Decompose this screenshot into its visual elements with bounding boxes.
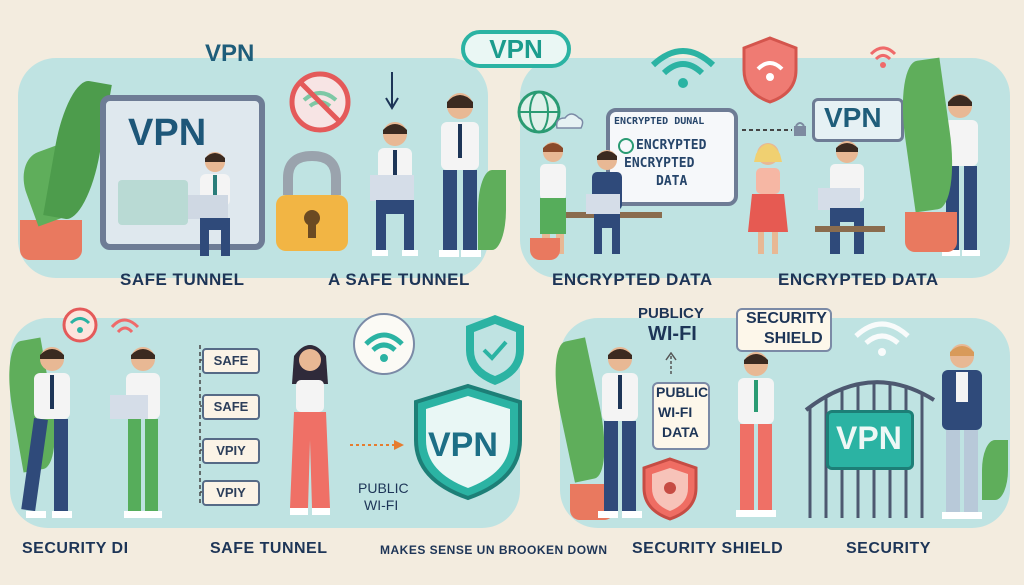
caption-safe-tunnel: SAFE TUNNEL [120, 270, 245, 289]
vpn-shield-label: VPN [428, 426, 498, 464]
caption-a-safe-tunnel: A SAFE TUNNEL [328, 270, 470, 289]
bench [815, 226, 885, 232]
no-wifi-icon [289, 71, 351, 133]
person-laptop-bench [818, 141, 864, 254]
tag-safe-1: SAFE [202, 348, 260, 374]
person-holding-laptop [110, 347, 162, 518]
red-shield-lock-icon [642, 457, 698, 521]
public-wifi-data-line-2: WI-FI [658, 404, 693, 420]
public-wifi-label-line-1: PUBLIC [358, 480, 409, 496]
public-wifi-label-line-2: WI-FI [364, 497, 399, 513]
person-with-laptop [188, 152, 230, 256]
public-wifi-sign-line-1: PUBLICY [638, 305, 704, 322]
wifi-bubble-icon [62, 307, 140, 343]
up-arrow-icon [665, 352, 677, 376]
vpn-header-badge: VPN [461, 30, 571, 68]
monitor-wifi-panel [118, 180, 188, 225]
shield-wifi-icon [742, 36, 798, 104]
wifi-icon [869, 46, 897, 68]
caption-makes-sense: MAKES SENSE UN BROOKEN DOWN [380, 543, 608, 557]
security-gate [804, 380, 936, 518]
security-shield-callout [736, 308, 832, 352]
vpn-shield-icon [414, 383, 522, 501]
plant-pot [905, 212, 957, 252]
caption-encrypted-data-2: ENCRYPTED DATA [778, 270, 939, 289]
plant-pot [530, 238, 560, 260]
person-suit [942, 344, 982, 519]
tag-safe-2: SAFE [202, 394, 260, 420]
girl-in-red-dress [748, 143, 788, 254]
encrypted-screen-line-1: ENCRYPTED [636, 138, 707, 153]
person-sitting-desk [586, 150, 622, 254]
floating-vpn-label: VPN [205, 40, 255, 67]
caption-security: SECURITY [846, 540, 931, 557]
monitor-vpn-label: VPN [128, 112, 207, 154]
public-wifi-data-line-1: PUBLIC [656, 384, 709, 400]
encrypted-screen-title: ENCRYPTED DUNAL [614, 116, 705, 127]
person-handshake [736, 352, 776, 517]
public-wifi-data-line-3: DATA [662, 424, 699, 440]
gate-vpn-board [826, 410, 914, 470]
plant-leaf [982, 440, 1008, 500]
person-pointing [21, 347, 72, 518]
security-shield-line-2: SHIELD [764, 330, 823, 347]
check-shield-icon [466, 315, 524, 385]
arrow-right-icon [350, 440, 404, 450]
wifi-speech-bubble [353, 313, 415, 375]
caption-encrypted-data-1: ENCRYPTED DATA [552, 270, 713, 289]
tag-vpiy-1: VPIY [202, 438, 260, 464]
caption-security-di: SECURITY DI [22, 540, 129, 557]
down-arrow-icon [385, 72, 399, 110]
vpn-sign-board [812, 98, 904, 142]
person-standing [439, 93, 481, 257]
globe-cloud-icon [517, 90, 584, 134]
caption-security-shield: SECURITY SHIELD [632, 540, 784, 557]
public-wifi-sign-line-2: WI-FI [648, 323, 697, 345]
vpn-sign-label: VPN [824, 102, 882, 133]
plant-pot [20, 220, 82, 260]
person-security-guard [598, 347, 642, 518]
public-wifi-data-callout [652, 382, 710, 450]
encrypted-screen-line-2: ENCRYPTED [624, 156, 695, 171]
encrypted-screen-line-3: DATA [656, 174, 688, 189]
caption-safe-tunnel-bottom: SAFE TUNNEL [210, 540, 328, 557]
dashed-connector [742, 122, 806, 136]
plant-leaf [478, 170, 506, 250]
tag-vpiy-2: VPIY [202, 480, 260, 506]
gate-vpn-label: VPN [836, 420, 902, 456]
security-shield-line-1: SECURITY [746, 310, 827, 327]
check-icon [618, 138, 634, 154]
person-sitting-laptop [370, 122, 418, 256]
woman-red-pants [290, 345, 330, 515]
padlock-icon [276, 150, 348, 251]
wifi-icon [650, 48, 716, 88]
wifi-icon [854, 321, 910, 356]
